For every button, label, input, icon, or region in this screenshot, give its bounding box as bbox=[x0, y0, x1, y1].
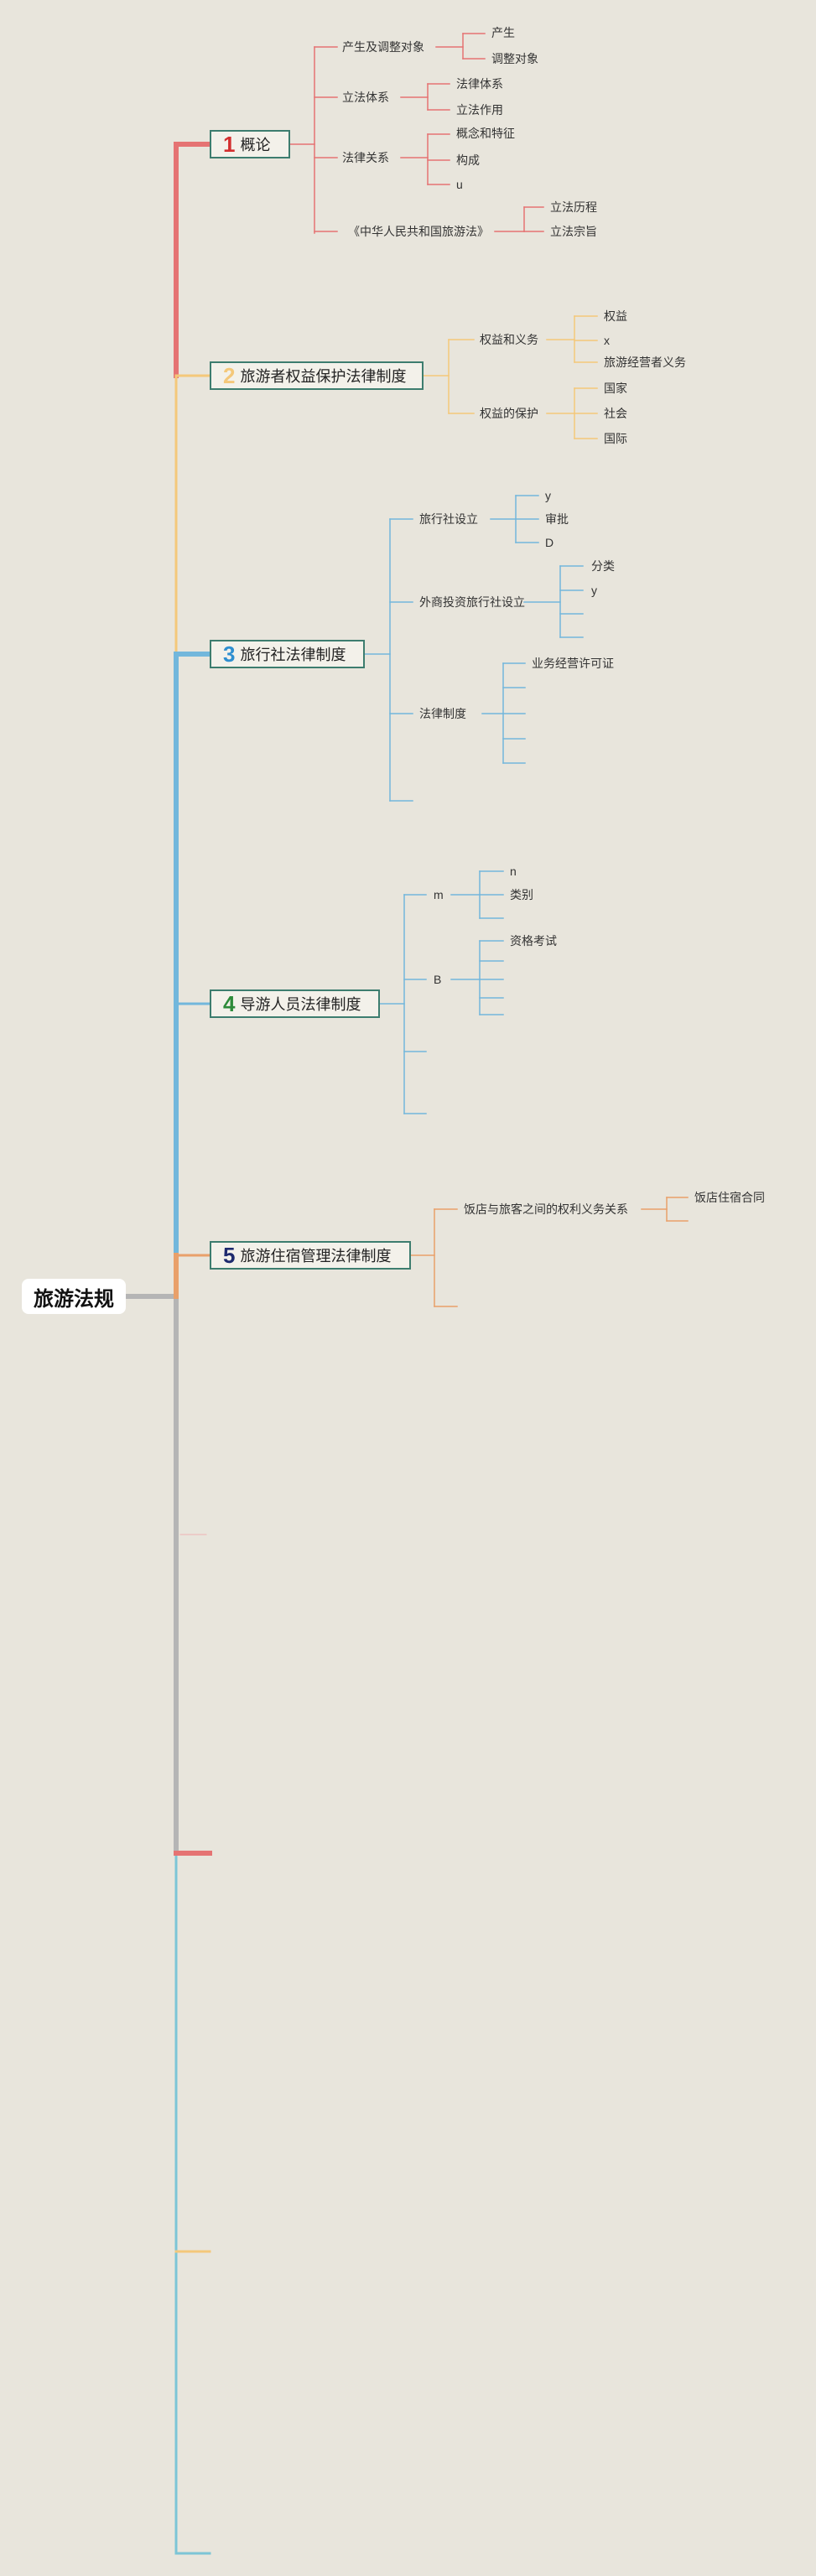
leaf[interactable]: 类别 bbox=[510, 888, 533, 901]
topic-5[interactable]: 5 旅游住宿管理法律制度 bbox=[210, 1241, 411, 1270]
topic-label: 概论 bbox=[240, 137, 271, 153]
leaf[interactable]: 法律体系 bbox=[456, 77, 503, 91]
topic-label: 旅游者权益保护法律制度 bbox=[240, 368, 407, 385]
leaf[interactable]: 立法宗旨 bbox=[550, 225, 597, 238]
leaf[interactable]: D bbox=[545, 536, 554, 549]
topic-label: 旅行社法律制度 bbox=[240, 647, 346, 663]
leaf[interactable]: 立法历程 bbox=[550, 200, 597, 214]
leaf[interactable]: 审批 bbox=[545, 512, 569, 526]
leaf[interactable]: 国际 bbox=[604, 432, 627, 445]
topic-number: 4 bbox=[223, 990, 236, 1016]
leaf[interactable]: n bbox=[510, 865, 517, 878]
leaf[interactable]: 构成 bbox=[456, 153, 480, 167]
leaf[interactable]: y bbox=[545, 489, 551, 502]
leaf[interactable]: 调整对象 bbox=[491, 52, 538, 65]
leaf[interactable]: 概念和特征 bbox=[456, 127, 515, 140]
topic-number: 5 bbox=[223, 1242, 236, 1268]
leaf[interactable]: 旅游经营者义务 bbox=[604, 356, 686, 369]
topic-1[interactable]: 1 概论 bbox=[210, 130, 290, 158]
topic-label: 旅游住宿管理法律制度 bbox=[240, 1248, 392, 1265]
leaf[interactable]: 饭店住宿合同 bbox=[694, 1191, 765, 1204]
topic-4[interactable]: 4 导游人员法律制度 bbox=[210, 989, 380, 1018]
subtopic[interactable]: 旅行社设立 bbox=[419, 512, 478, 526]
subtopic[interactable]: 立法体系 bbox=[342, 91, 389, 104]
subtopic[interactable]: 权益的保护 bbox=[480, 407, 538, 420]
topic-label: 导游人员法律制度 bbox=[240, 996, 361, 1013]
leaf[interactable]: 分类 bbox=[591, 559, 615, 573]
subtopic[interactable]: 产生及调整对象 bbox=[342, 40, 424, 54]
leaf[interactable]: 业务经营许可证 bbox=[532, 657, 614, 670]
root-node[interactable]: 旅游法规 bbox=[22, 1279, 126, 1314]
topic-number: 1 bbox=[223, 131, 236, 157]
topic-number: 2 bbox=[223, 362, 236, 388]
topic-2[interactable]: 2 旅游者权益保护法律制度 bbox=[210, 361, 424, 390]
leaf[interactable]: 权益 bbox=[604, 309, 627, 323]
leaf[interactable]: y bbox=[591, 584, 597, 597]
leaf[interactable]: 立法作用 bbox=[456, 103, 503, 117]
leaf[interactable]: 社会 bbox=[604, 407, 627, 420]
leaf[interactable]: 国家 bbox=[604, 382, 627, 395]
subtopic[interactable]: 法律关系 bbox=[342, 151, 389, 164]
subtopic[interactable]: 法律制度 bbox=[419, 707, 466, 720]
subtopic[interactable]: 权益和义务 bbox=[480, 333, 538, 346]
leaf[interactable]: 产生 bbox=[491, 26, 515, 39]
topic-3[interactable]: 3 旅行社法律制度 bbox=[210, 640, 365, 668]
leaf[interactable]: 资格考试 bbox=[510, 934, 557, 948]
leaf[interactable]: x bbox=[604, 334, 610, 347]
topic-number: 3 bbox=[223, 641, 236, 667]
subtopic[interactable]: 《中华人民共和国旅游法》 bbox=[348, 225, 489, 238]
subtopic[interactable]: 饭店与旅客之间的权利义务关系 bbox=[464, 1202, 628, 1216]
subtopic[interactable]: 外商投资旅行社设立 bbox=[419, 595, 525, 609]
subtopic[interactable]: m bbox=[434, 888, 444, 901]
leaf[interactable]: u bbox=[456, 178, 463, 191]
subtopic[interactable]: B bbox=[434, 973, 442, 986]
